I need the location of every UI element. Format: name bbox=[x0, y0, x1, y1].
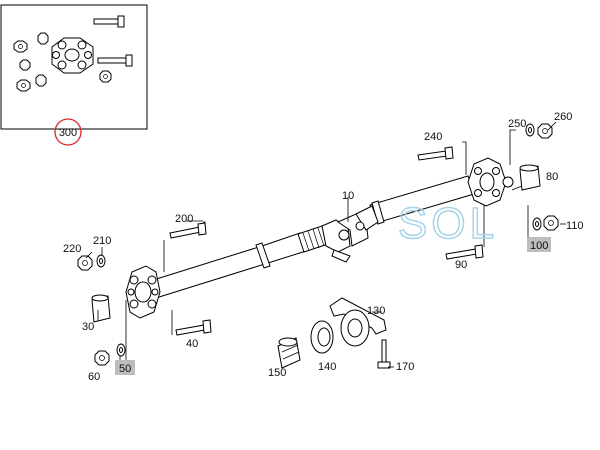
label-100: 100 bbox=[530, 240, 548, 252]
bolt-90 bbox=[445, 244, 484, 260]
nut-110 bbox=[543, 215, 559, 231]
center-bearing-bracket-130 bbox=[329, 297, 387, 347]
label-50: 50 bbox=[119, 363, 131, 375]
bolts-inset bbox=[93, 15, 133, 67]
bolt-200 bbox=[169, 222, 207, 239]
front-flex-disc bbox=[467, 157, 514, 207]
bolt-170 bbox=[377, 339, 391, 369]
label-40: 40 bbox=[186, 338, 198, 350]
bushing-80 bbox=[519, 164, 541, 191]
label-60: 60 bbox=[88, 371, 100, 383]
label-240: 240 bbox=[424, 131, 442, 143]
label-210: 210 bbox=[93, 235, 111, 247]
label-110: 110 bbox=[566, 220, 584, 232]
nuts-inset bbox=[13, 32, 112, 92]
drive-shaft bbox=[149, 175, 475, 299]
inset-kit-panel bbox=[0, 4, 148, 130]
highlight-box-50 bbox=[115, 360, 135, 375]
label-80: 80 bbox=[546, 171, 558, 183]
rear-flex-disc bbox=[125, 265, 161, 319]
washer-50 bbox=[116, 343, 126, 357]
label-200: 200 bbox=[175, 213, 193, 225]
label-90: 90 bbox=[455, 259, 467, 271]
label-170: 170 bbox=[396, 361, 414, 373]
bushing-30 bbox=[91, 294, 111, 323]
leader-lines bbox=[85, 121, 566, 368]
washer-250 bbox=[525, 123, 535, 137]
label-140: 140 bbox=[318, 361, 336, 373]
label-30: 30 bbox=[82, 321, 94, 333]
flex-disc-inset bbox=[51, 37, 94, 74]
boot-150 bbox=[277, 337, 301, 369]
label-300: 300 bbox=[59, 127, 77, 139]
label-250: 250 bbox=[508, 118, 526, 130]
universal-joint bbox=[321, 205, 379, 263]
bearing-140 bbox=[310, 320, 334, 354]
nut-60 bbox=[94, 350, 110, 366]
label-150: 150 bbox=[268, 367, 286, 379]
label-10: 10 bbox=[342, 190, 354, 202]
red-circle-marker bbox=[54, 118, 82, 146]
nut-220 bbox=[77, 255, 93, 271]
bolt-40 bbox=[175, 319, 212, 336]
part-labels: 10 30 40 50 60 80 90 100 110 130 140 150… bbox=[63, 111, 584, 383]
label-260: 260 bbox=[554, 111, 572, 123]
watermark-text: SOL bbox=[398, 199, 498, 248]
label-130: 130 bbox=[367, 305, 385, 317]
nut-260 bbox=[537, 123, 553, 139]
highlight-box-100 bbox=[527, 237, 551, 252]
washer-210 bbox=[96, 254, 106, 268]
label-220: 220 bbox=[63, 243, 81, 255]
bolt-240 bbox=[417, 146, 454, 161]
washer-100 bbox=[532, 217, 542, 231]
part-300-callout: 300 bbox=[54, 118, 82, 146]
